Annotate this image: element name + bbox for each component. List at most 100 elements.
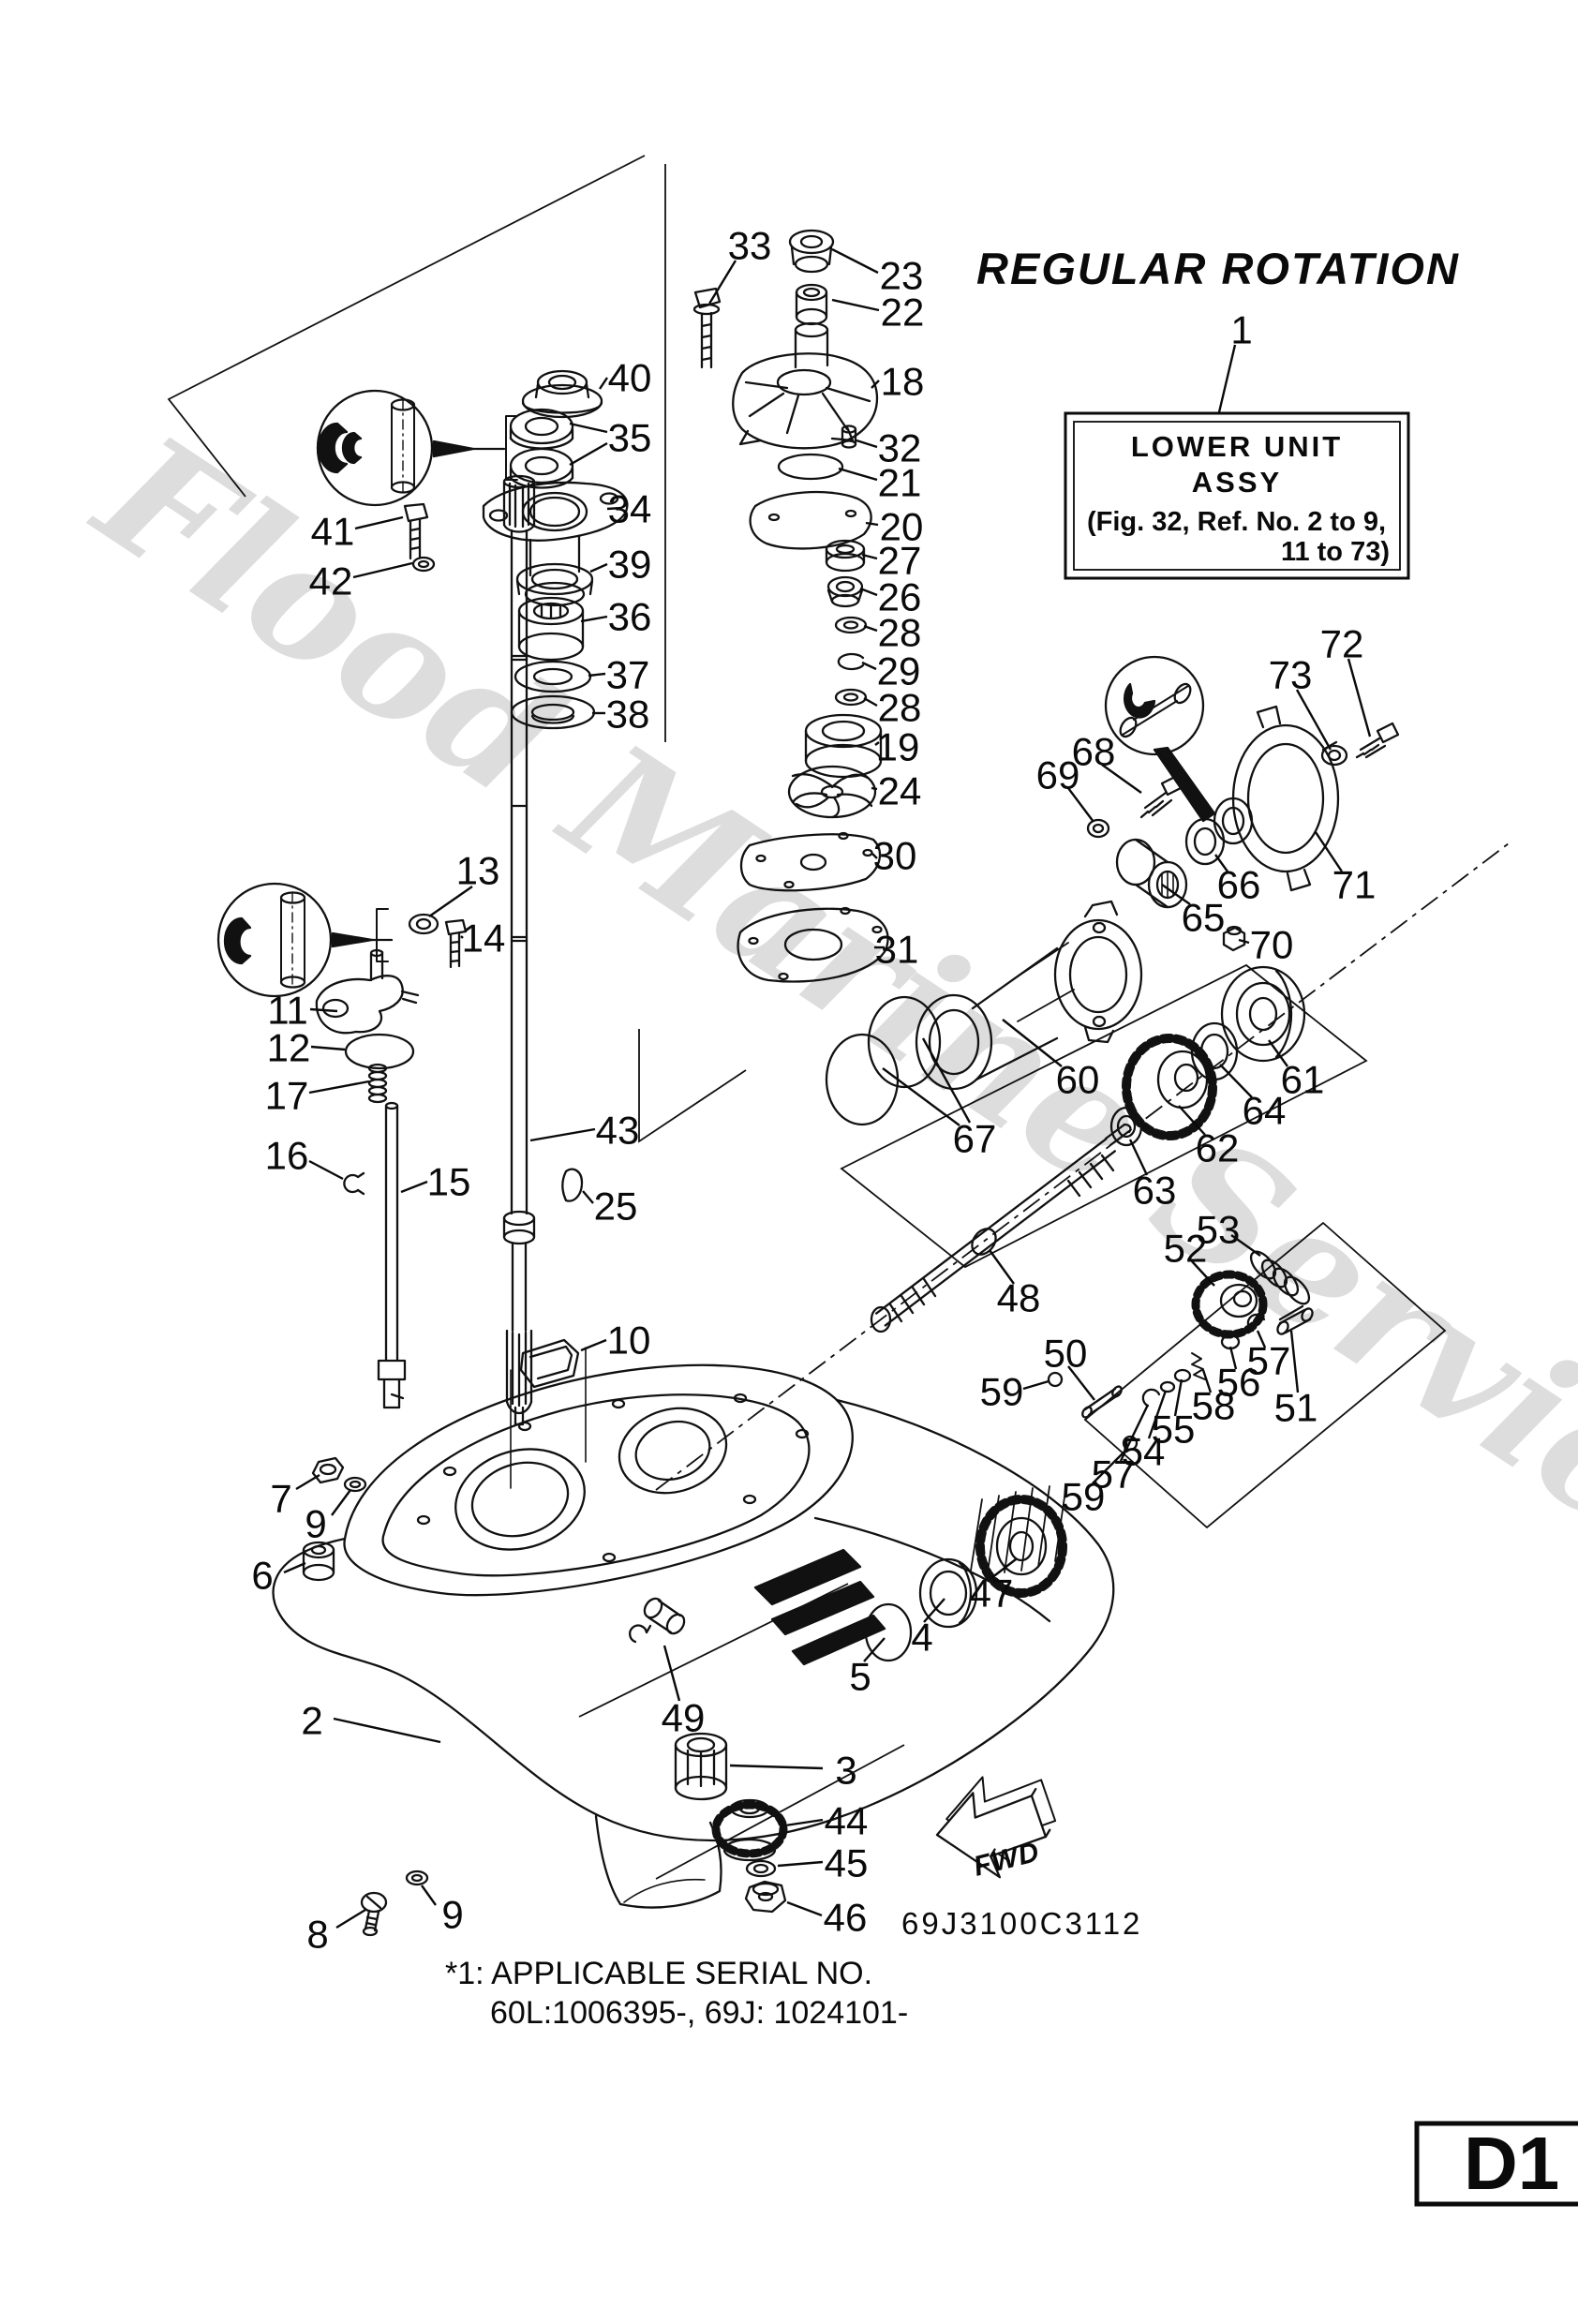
leader-line	[428, 886, 473, 917]
callout-61[interactable]: 61	[1281, 1058, 1325, 1102]
callout-19[interactable]: 19	[876, 725, 920, 769]
callout-34[interactable]: 34	[608, 487, 652, 531]
callout-10[interactable]: 10	[607, 1318, 651, 1363]
carrier-hardware-drawing	[1086, 705, 1400, 952]
callout-13[interactable]: 13	[456, 849, 500, 893]
leader-line	[1147, 1390, 1168, 1439]
leader-line	[1092, 1448, 1128, 1484]
callout-6[interactable]: 6	[251, 1554, 273, 1598]
leader-line	[335, 1908, 366, 1929]
leader-line	[707, 260, 737, 305]
callout-72[interactable]: 72	[1320, 622, 1364, 666]
leader-line	[784, 1818, 824, 1827]
callout-31[interactable]: 31	[875, 928, 919, 972]
callout-59[interactable]: 59	[1062, 1475, 1106, 1519]
callout-15[interactable]: 15	[427, 1160, 471, 1204]
callout-66[interactable]: 66	[1217, 863, 1261, 907]
callout-26[interactable]: 26	[878, 575, 922, 619]
callout-53[interactable]: 53	[1197, 1208, 1241, 1252]
callout-35[interactable]: 35	[608, 416, 652, 460]
callout-40[interactable]: 40	[608, 356, 652, 400]
callout-25[interactable]: 25	[594, 1184, 638, 1229]
callout-41[interactable]: 41	[311, 510, 355, 554]
callout-18[interactable]: 18	[881, 360, 925, 404]
callout-67[interactable]: 67	[953, 1117, 997, 1161]
callout-56[interactable]: 56	[1217, 1361, 1261, 1405]
leader-line	[863, 696, 878, 708]
leader-line	[1214, 854, 1228, 872]
callout-36[interactable]: 36	[608, 595, 652, 639]
callout-14[interactable]: 14	[462, 916, 506, 961]
callout-58[interactable]: 58	[1192, 1384, 1236, 1428]
leader-line	[529, 1127, 596, 1142]
callout-73[interactable]: 73	[1269, 653, 1313, 697]
callout-64[interactable]: 64	[1243, 1089, 1287, 1133]
callout-68[interactable]: 68	[1072, 730, 1116, 774]
detail-circle-clip	[1104, 655, 1216, 823]
callout-55[interactable]: 55	[1152, 1408, 1196, 1452]
callout-54[interactable]: 54	[1122, 1430, 1166, 1474]
leader-line	[1101, 764, 1142, 794]
callout-28[interactable]: 28	[878, 611, 922, 655]
callout-50[interactable]: 50	[1044, 1332, 1088, 1376]
callout-63[interactable]: 63	[1133, 1169, 1177, 1213]
callout-33[interactable]: 33	[728, 224, 772, 268]
callout-60[interactable]: 60	[1056, 1058, 1100, 1102]
leader-line	[331, 1489, 351, 1516]
callout-62[interactable]: 62	[1196, 1126, 1240, 1170]
callout-49[interactable]: 49	[662, 1696, 706, 1740]
callout-2[interactable]: 2	[301, 1699, 322, 1743]
callout-71[interactable]: 71	[1332, 863, 1377, 907]
callout-16[interactable]: 16	[265, 1134, 309, 1178]
leader-line	[729, 1764, 824, 1770]
callout-28[interactable]: 28	[878, 686, 922, 730]
callout-70[interactable]: 70	[1250, 923, 1294, 967]
callout-46[interactable]: 46	[824, 1896, 868, 1940]
leader-line	[861, 553, 878, 560]
callout-38[interactable]: 38	[606, 693, 650, 737]
assembly-box: LOWER UNIT ASSY (Fig. 32, Ref. No. 2 to …	[1064, 411, 1410, 580]
leader-line	[1268, 1039, 1288, 1067]
callout-12[interactable]: 12	[267, 1026, 311, 1070]
leader-line	[1128, 1139, 1149, 1176]
drain-plug-parts-drawing	[302, 1456, 429, 1937]
callout-24[interactable]: 24	[878, 769, 922, 813]
leader-line	[580, 1338, 607, 1352]
callout-37[interactable]: 37	[606, 653, 650, 697]
callout-29[interactable]: 29	[877, 649, 921, 693]
callout-43[interactable]: 43	[596, 1109, 640, 1153]
callout-69[interactable]: 69	[1036, 753, 1080, 797]
callout-21[interactable]: 21	[878, 461, 922, 505]
callout-20[interactable]: 20	[880, 505, 924, 549]
callout-27[interactable]: 27	[878, 539, 922, 583]
callout-45[interactable]: 45	[825, 1841, 869, 1885]
callout-65[interactable]: 65	[1182, 896, 1226, 940]
leader-line	[333, 1717, 441, 1744]
callout-22[interactable]: 22	[881, 290, 925, 335]
callout-8[interactable]: 8	[306, 1913, 328, 1957]
callout-17[interactable]: 17	[265, 1074, 309, 1118]
callout-5[interactable]: 5	[849, 1655, 871, 1699]
leader-line	[859, 587, 878, 597]
callout-32[interactable]: 32	[878, 426, 922, 470]
callout-57[interactable]: 57	[1247, 1339, 1291, 1383]
callout-23[interactable]: 23	[880, 254, 924, 298]
callout-48[interactable]: 48	[997, 1276, 1041, 1320]
callout-47[interactable]: 47	[970, 1572, 1014, 1616]
callout-59[interactable]: 59	[980, 1370, 1024, 1414]
callout-3[interactable]: 3	[835, 1749, 856, 1793]
callout-57[interactable]: 57	[1092, 1452, 1136, 1497]
callout-51[interactable]: 51	[1274, 1386, 1318, 1430]
callout-9[interactable]: 9	[441, 1893, 463, 1937]
callout-42[interactable]: 42	[309, 559, 353, 603]
callout-39[interactable]: 39	[608, 543, 652, 587]
callout-30[interactable]: 30	[873, 834, 917, 878]
callout-9[interactable]: 9	[305, 1502, 326, 1546]
leader-line	[1022, 1379, 1050, 1391]
callout-11[interactable]: 11	[267, 989, 308, 1033]
callout-1[interactable]: 1	[1230, 308, 1252, 352]
callout-44[interactable]: 44	[825, 1799, 869, 1843]
callout-7[interactable]: 7	[270, 1477, 291, 1521]
callout-52[interactable]: 52	[1164, 1227, 1208, 1271]
callout-4[interactable]: 4	[911, 1616, 932, 1660]
